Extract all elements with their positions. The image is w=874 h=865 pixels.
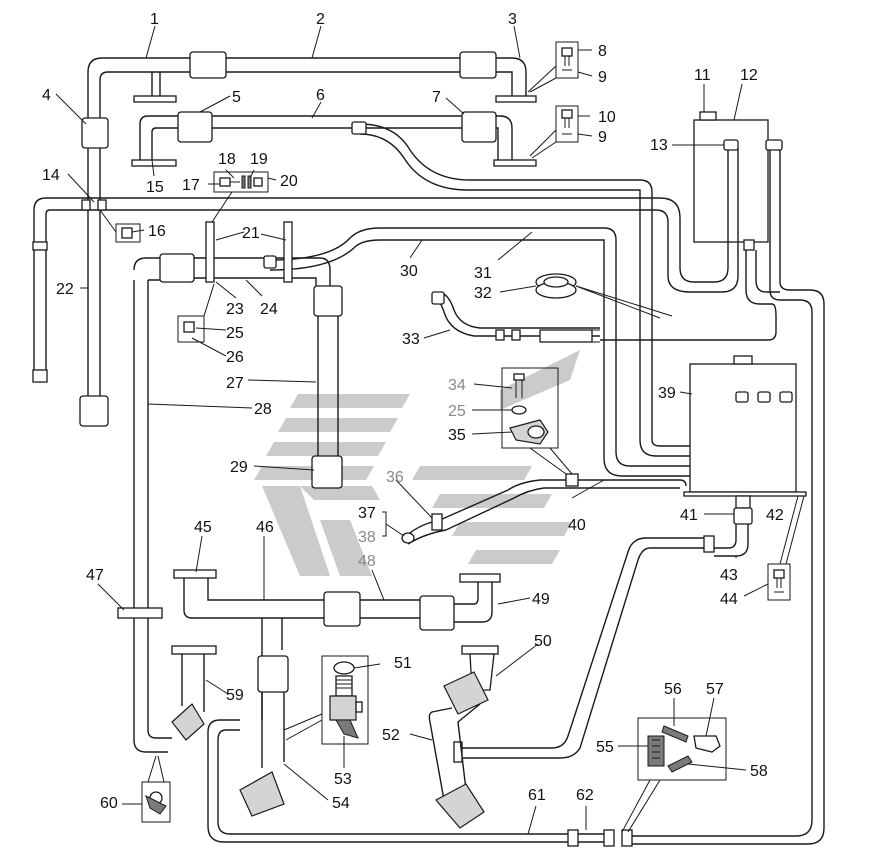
label-35: 35 xyxy=(448,427,466,444)
label-34: 34 xyxy=(448,377,466,394)
label-59: 59 xyxy=(226,687,244,704)
hose-61 xyxy=(207,719,633,847)
clamp-detail-60 xyxy=(141,755,171,823)
second-pipe-assembly xyxy=(131,111,537,167)
pipe-54 xyxy=(239,655,289,817)
label-30: 30 xyxy=(400,263,418,280)
fitting-detail-17-20 xyxy=(211,171,269,223)
label-16: 16 xyxy=(148,223,166,240)
fitting-detail-25-26 xyxy=(177,283,215,343)
label-55: 55 xyxy=(596,739,614,756)
label-5: 5 xyxy=(232,89,241,106)
label-46: 46 xyxy=(256,519,274,536)
label-45: 45 xyxy=(194,519,212,536)
pipe-33 xyxy=(431,291,600,343)
label-15: 15 xyxy=(146,179,164,196)
label-57: 57 xyxy=(706,681,724,698)
clip-detail-55-58 xyxy=(621,717,727,833)
leader-lines xyxy=(55,25,769,835)
label-58: 58 xyxy=(750,763,768,780)
label-23: 23 xyxy=(226,301,244,318)
label-43: 43 xyxy=(720,567,738,584)
fitting-42 xyxy=(703,495,753,557)
label-50: 50 xyxy=(534,633,552,650)
label-27: 27 xyxy=(226,375,244,392)
pipe-22 xyxy=(32,197,681,383)
label-33: 33 xyxy=(402,331,420,348)
label-3: 3 xyxy=(508,11,517,28)
tank-12 xyxy=(600,111,825,845)
bolt-detail-44 xyxy=(767,495,805,601)
fitting-detail-16 xyxy=(99,209,141,243)
label-10: 10 xyxy=(598,109,616,126)
label-54: 54 xyxy=(332,795,350,812)
label-25b: 25 xyxy=(448,403,466,420)
label-1: 1 xyxy=(150,11,159,28)
label-21: 21 xyxy=(242,225,260,242)
label-60: 60 xyxy=(100,795,118,812)
hose-40 xyxy=(401,473,687,545)
part-number-labels: 1 2 3 8 9 4 5 6 7 10 9 11 12 13 14 15 16… xyxy=(42,11,784,812)
label-11: 11 xyxy=(694,67,711,84)
pipe-59 xyxy=(171,645,217,741)
label-26: 26 xyxy=(226,349,244,366)
label-9a: 9 xyxy=(598,69,607,86)
pipe-4 xyxy=(79,117,109,427)
label-14: 14 xyxy=(42,167,60,184)
label-19: 19 xyxy=(250,151,268,168)
label-9b: 9 xyxy=(598,129,607,146)
label-20: 20 xyxy=(280,173,298,190)
label-7: 7 xyxy=(432,89,441,106)
top-pipe-assembly xyxy=(87,51,537,200)
label-29: 29 xyxy=(230,459,248,476)
label-28: 28 xyxy=(254,401,272,418)
label-53: 53 xyxy=(334,771,352,788)
label-13: 13 xyxy=(650,137,668,154)
label-8: 8 xyxy=(598,43,607,60)
drain-valve-detail xyxy=(283,655,369,745)
pipe-27 xyxy=(311,285,343,489)
label-52: 52 xyxy=(382,727,400,744)
label-18: 18 xyxy=(218,151,236,168)
label-51: 51 xyxy=(394,655,412,672)
label-61: 61 xyxy=(528,787,546,804)
label-41: 41 xyxy=(680,507,698,524)
label-40: 40 xyxy=(568,517,586,534)
label-25a: 25 xyxy=(226,325,244,342)
tank-39 xyxy=(683,355,807,497)
label-47: 47 xyxy=(86,567,104,584)
label-36: 36 xyxy=(386,469,404,486)
label-38: 38 xyxy=(358,529,376,546)
label-44: 44 xyxy=(720,591,738,608)
label-39: 39 xyxy=(658,385,676,402)
label-17: 17 xyxy=(182,177,200,194)
label-24: 24 xyxy=(260,301,278,318)
gasket-32 xyxy=(535,273,673,319)
label-31: 31 xyxy=(474,265,492,282)
pipe-24 xyxy=(159,221,331,286)
label-4: 4 xyxy=(42,87,51,104)
pipe-28 xyxy=(117,257,172,753)
bolt-detail-8 xyxy=(527,41,579,93)
label-2: 2 xyxy=(316,11,325,28)
label-12: 12 xyxy=(740,67,758,84)
label-42: 42 xyxy=(766,507,784,524)
label-62: 62 xyxy=(576,787,594,804)
label-48: 48 xyxy=(358,553,376,570)
watermark-logo xyxy=(254,350,580,576)
bolt-detail-10 xyxy=(529,105,579,159)
label-49: 49 xyxy=(532,591,550,608)
label-56: 56 xyxy=(664,681,682,698)
label-37: 37 xyxy=(358,505,376,522)
hose-52 xyxy=(428,537,704,829)
label-32: 32 xyxy=(474,285,492,302)
label-6: 6 xyxy=(316,87,325,104)
label-22: 22 xyxy=(56,281,74,298)
